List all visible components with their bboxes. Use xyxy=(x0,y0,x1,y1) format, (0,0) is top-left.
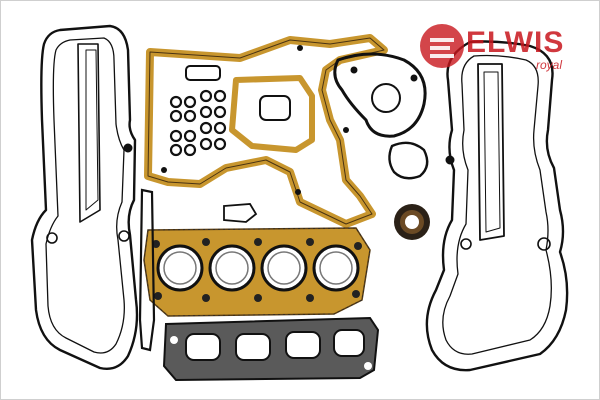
left-valve-cover-gasket xyxy=(30,24,139,370)
crankshaft-seal xyxy=(394,204,430,240)
side-strip-gasket xyxy=(138,188,156,352)
brand-logo-icon xyxy=(420,24,464,68)
water-pump-gasket xyxy=(333,52,427,138)
right-valve-cover-gasket xyxy=(425,40,569,372)
o-ring-set xyxy=(169,89,227,157)
small-flange-gasket xyxy=(388,141,429,180)
thermostat-gasket xyxy=(223,203,258,223)
cylinder-head-gasket xyxy=(143,227,371,317)
brand-sub: royal xyxy=(536,58,563,72)
timing-cover-gasket xyxy=(144,34,388,228)
brand-name: ELWIS xyxy=(466,26,565,59)
exhaust-manifold-gasket xyxy=(162,316,380,382)
